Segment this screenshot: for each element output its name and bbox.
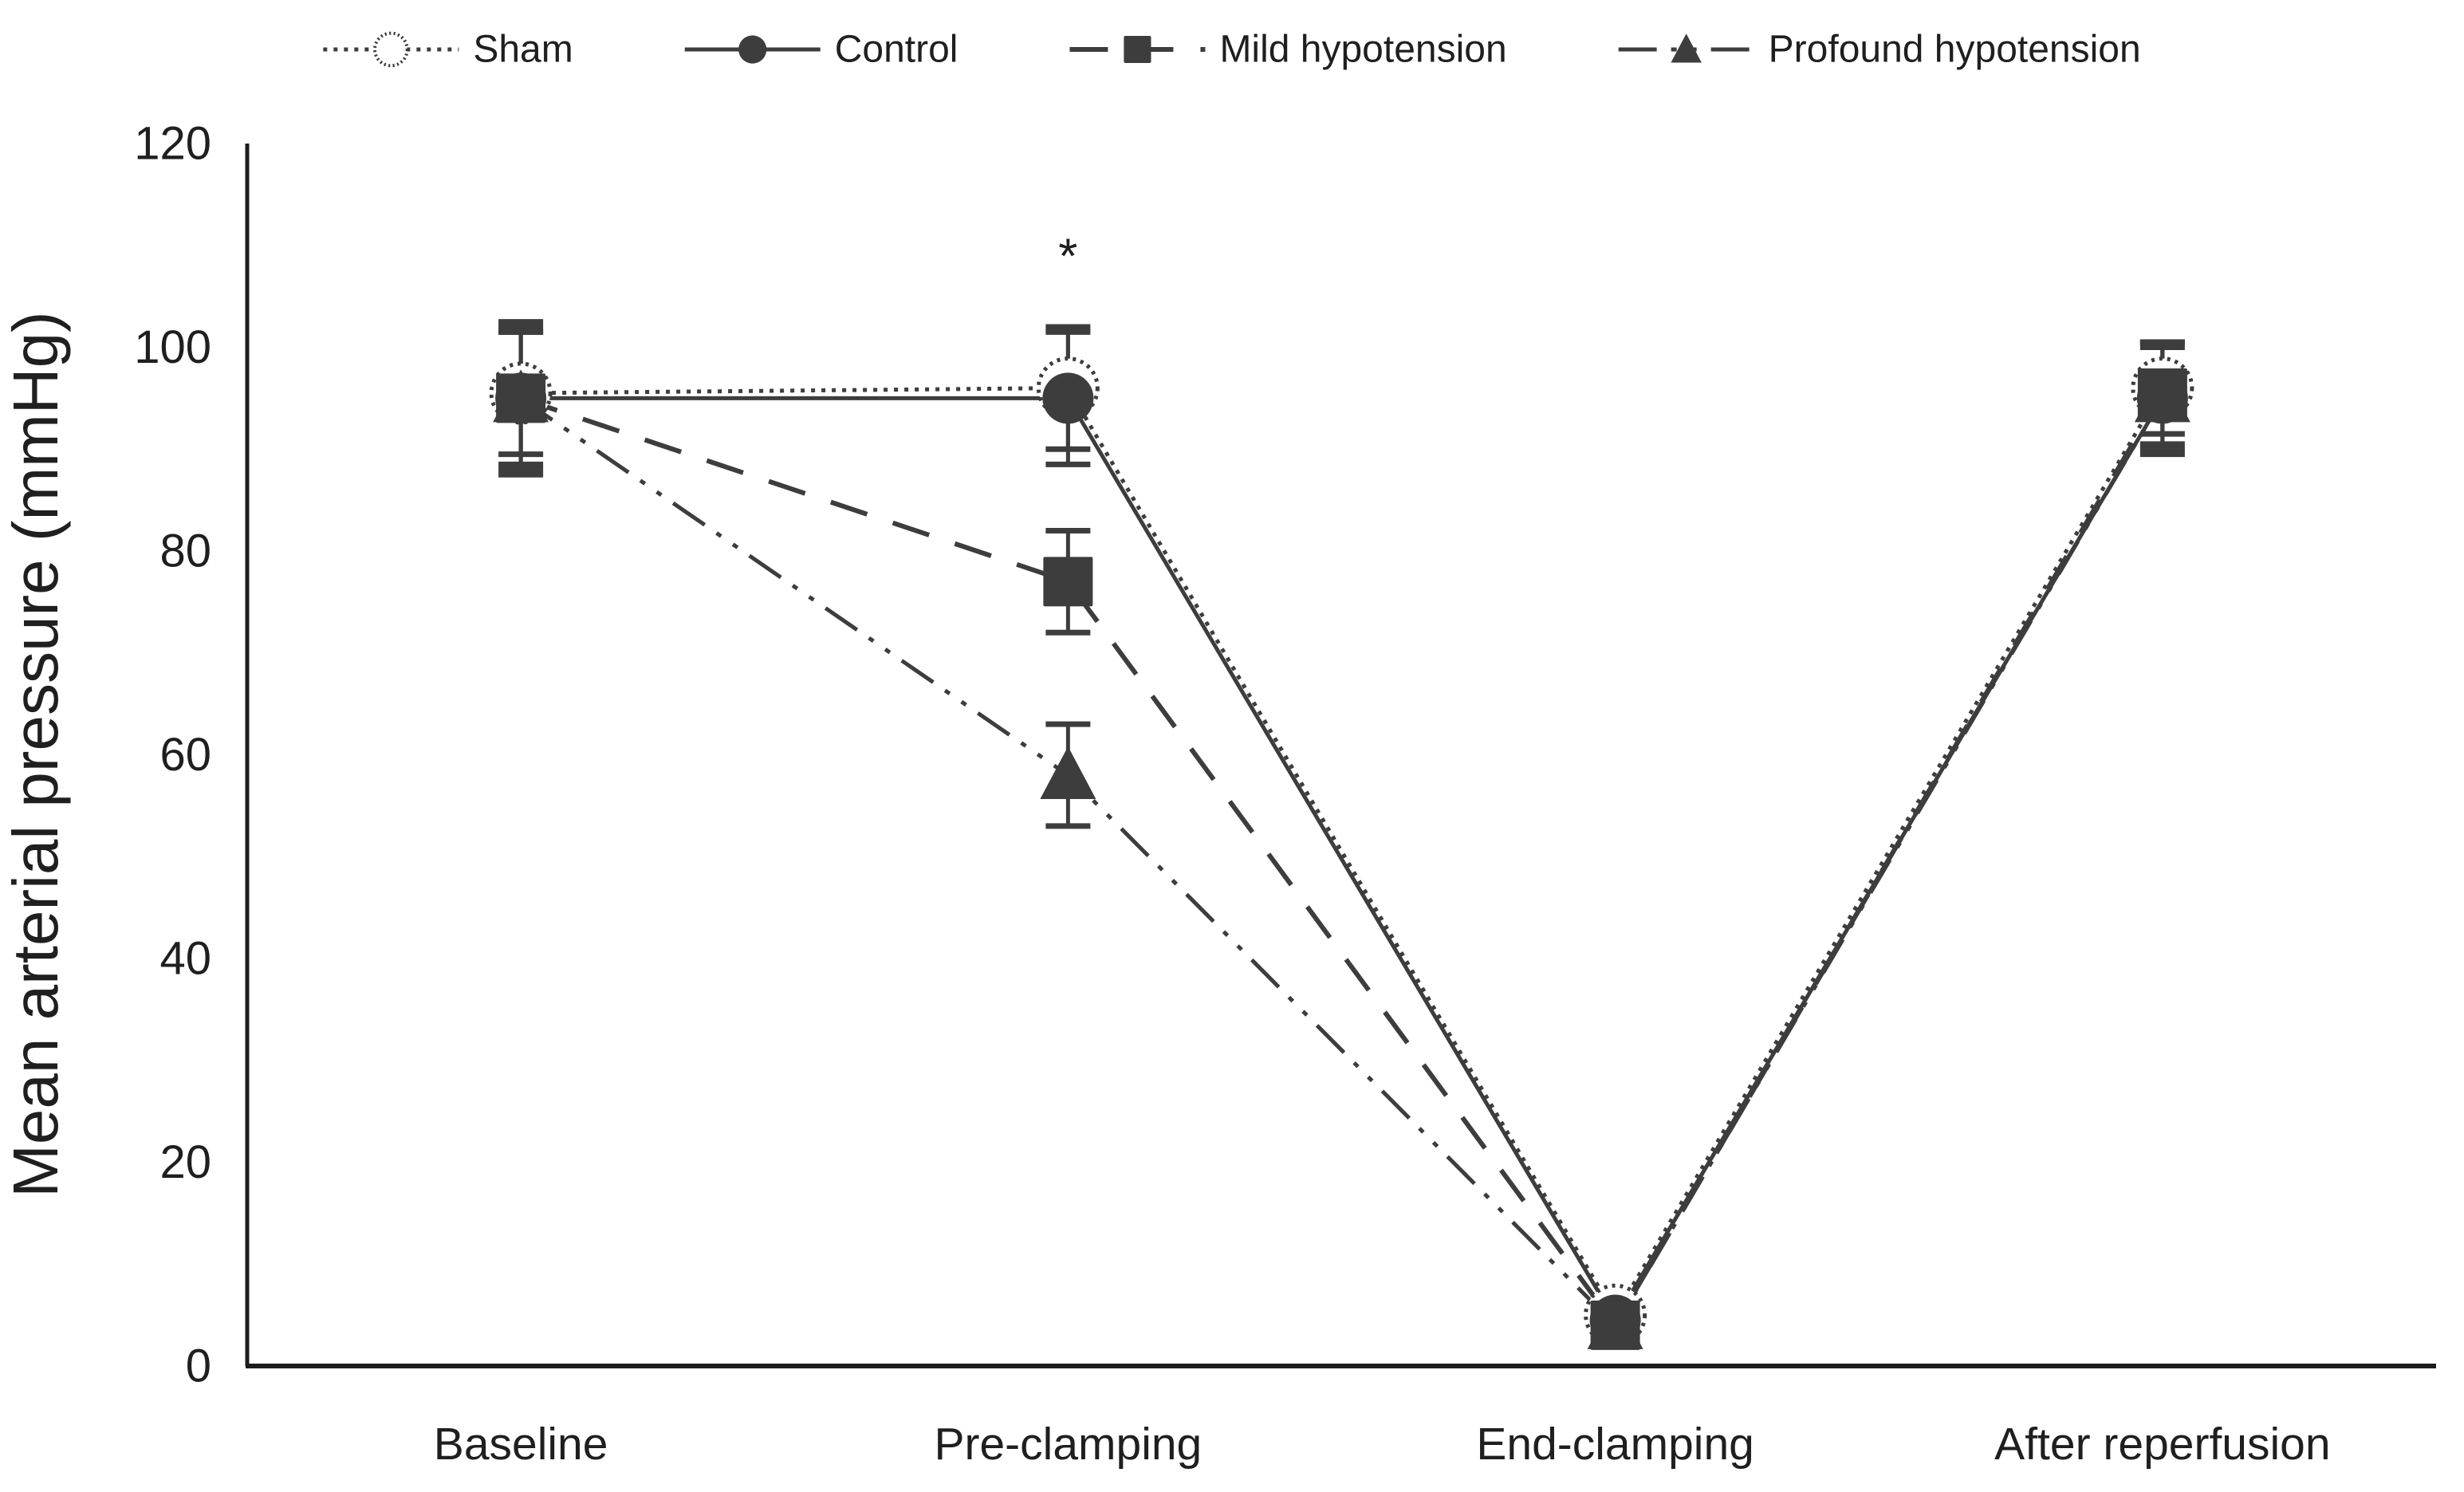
y-tick-label-60: 60 bbox=[159, 729, 211, 781]
legend: Sham Control Mild hypotension Profound hypo… bbox=[323, 29, 2141, 71]
legend-item-profound-hypotension: Profound hypotension bbox=[1618, 29, 2141, 71]
legend-swatch-marker-profound-hypotension bbox=[1671, 33, 1702, 63]
y-axis-title: Mean arterial pressure (mmHg) bbox=[0, 311, 71, 1197]
y-tick-labels: 0 20 40 60 80 100 120 bbox=[134, 118, 211, 1392]
legend-item-mild-hypotension: Mild hypotension bbox=[1069, 29, 1507, 71]
legend-swatch-marker-sham bbox=[372, 31, 409, 68]
series-markers-mild-hypotension bbox=[496, 368, 2187, 1350]
line-path-sham bbox=[521, 386, 2165, 1320]
error-bars bbox=[498, 319, 2185, 1344]
line-path-control bbox=[521, 396, 2165, 1325]
marker-mild-hypotension-after-reperfusion bbox=[2137, 368, 2187, 418]
x-category-label-after-reperfusion: After reperfusion bbox=[1994, 1419, 2330, 1470]
significance-asterisk: * bbox=[1058, 230, 1077, 285]
legend-label-control: Control bbox=[835, 29, 958, 71]
legend-label-sham: Sham bbox=[473, 29, 573, 71]
marker-control-pre-clamping bbox=[1042, 372, 1094, 424]
marker-mild-hypotension-baseline bbox=[496, 373, 546, 423]
y-tick-label-100: 100 bbox=[134, 321, 211, 373]
marker-mild-hypotension-pre-clamping bbox=[1043, 557, 1093, 607]
y-tick-label-120: 120 bbox=[134, 118, 211, 170]
y-tick-label-40: 40 bbox=[159, 933, 211, 985]
series-line-control bbox=[521, 396, 2165, 1325]
legend-label-mild-hypotension: Mild hypotension bbox=[1219, 29, 1506, 71]
marker-mild-hypotension-end-clamping bbox=[1590, 1300, 1640, 1350]
marker-profound-hypotension-pre-clamping bbox=[1040, 746, 1096, 800]
series-line-sham bbox=[521, 386, 2165, 1320]
legend-swatch-marker-control bbox=[738, 35, 767, 64]
axes bbox=[245, 144, 2436, 1368]
y-tick-label-80: 80 bbox=[159, 526, 211, 577]
legend-swatch-marker-mild-hypotension bbox=[1124, 35, 1151, 64]
legend-item-sham: Sham bbox=[323, 29, 573, 71]
x-category-label-end-clamping: End-clamping bbox=[1476, 1419, 1754, 1470]
legend-item-control: Control bbox=[684, 29, 958, 71]
x-category-labels: Baseline Pre-clamping End-clamping After re… bbox=[434, 1419, 2331, 1470]
series-markers-sham bbox=[489, 356, 2194, 1347]
chart-root: Mean arterial pressure (mmHg) 0 20 40 60 80 1… bbox=[0, 29, 2436, 1470]
x-category-label-baseline: Baseline bbox=[434, 1419, 608, 1470]
y-tick-label-20: 20 bbox=[159, 1136, 211, 1188]
x-category-label-pre-clamping: Pre-clamping bbox=[934, 1419, 1202, 1470]
legend-label-profound-hypotension: Profound hypotension bbox=[1769, 29, 2141, 71]
y-tick-label-0: 0 bbox=[186, 1340, 211, 1392]
